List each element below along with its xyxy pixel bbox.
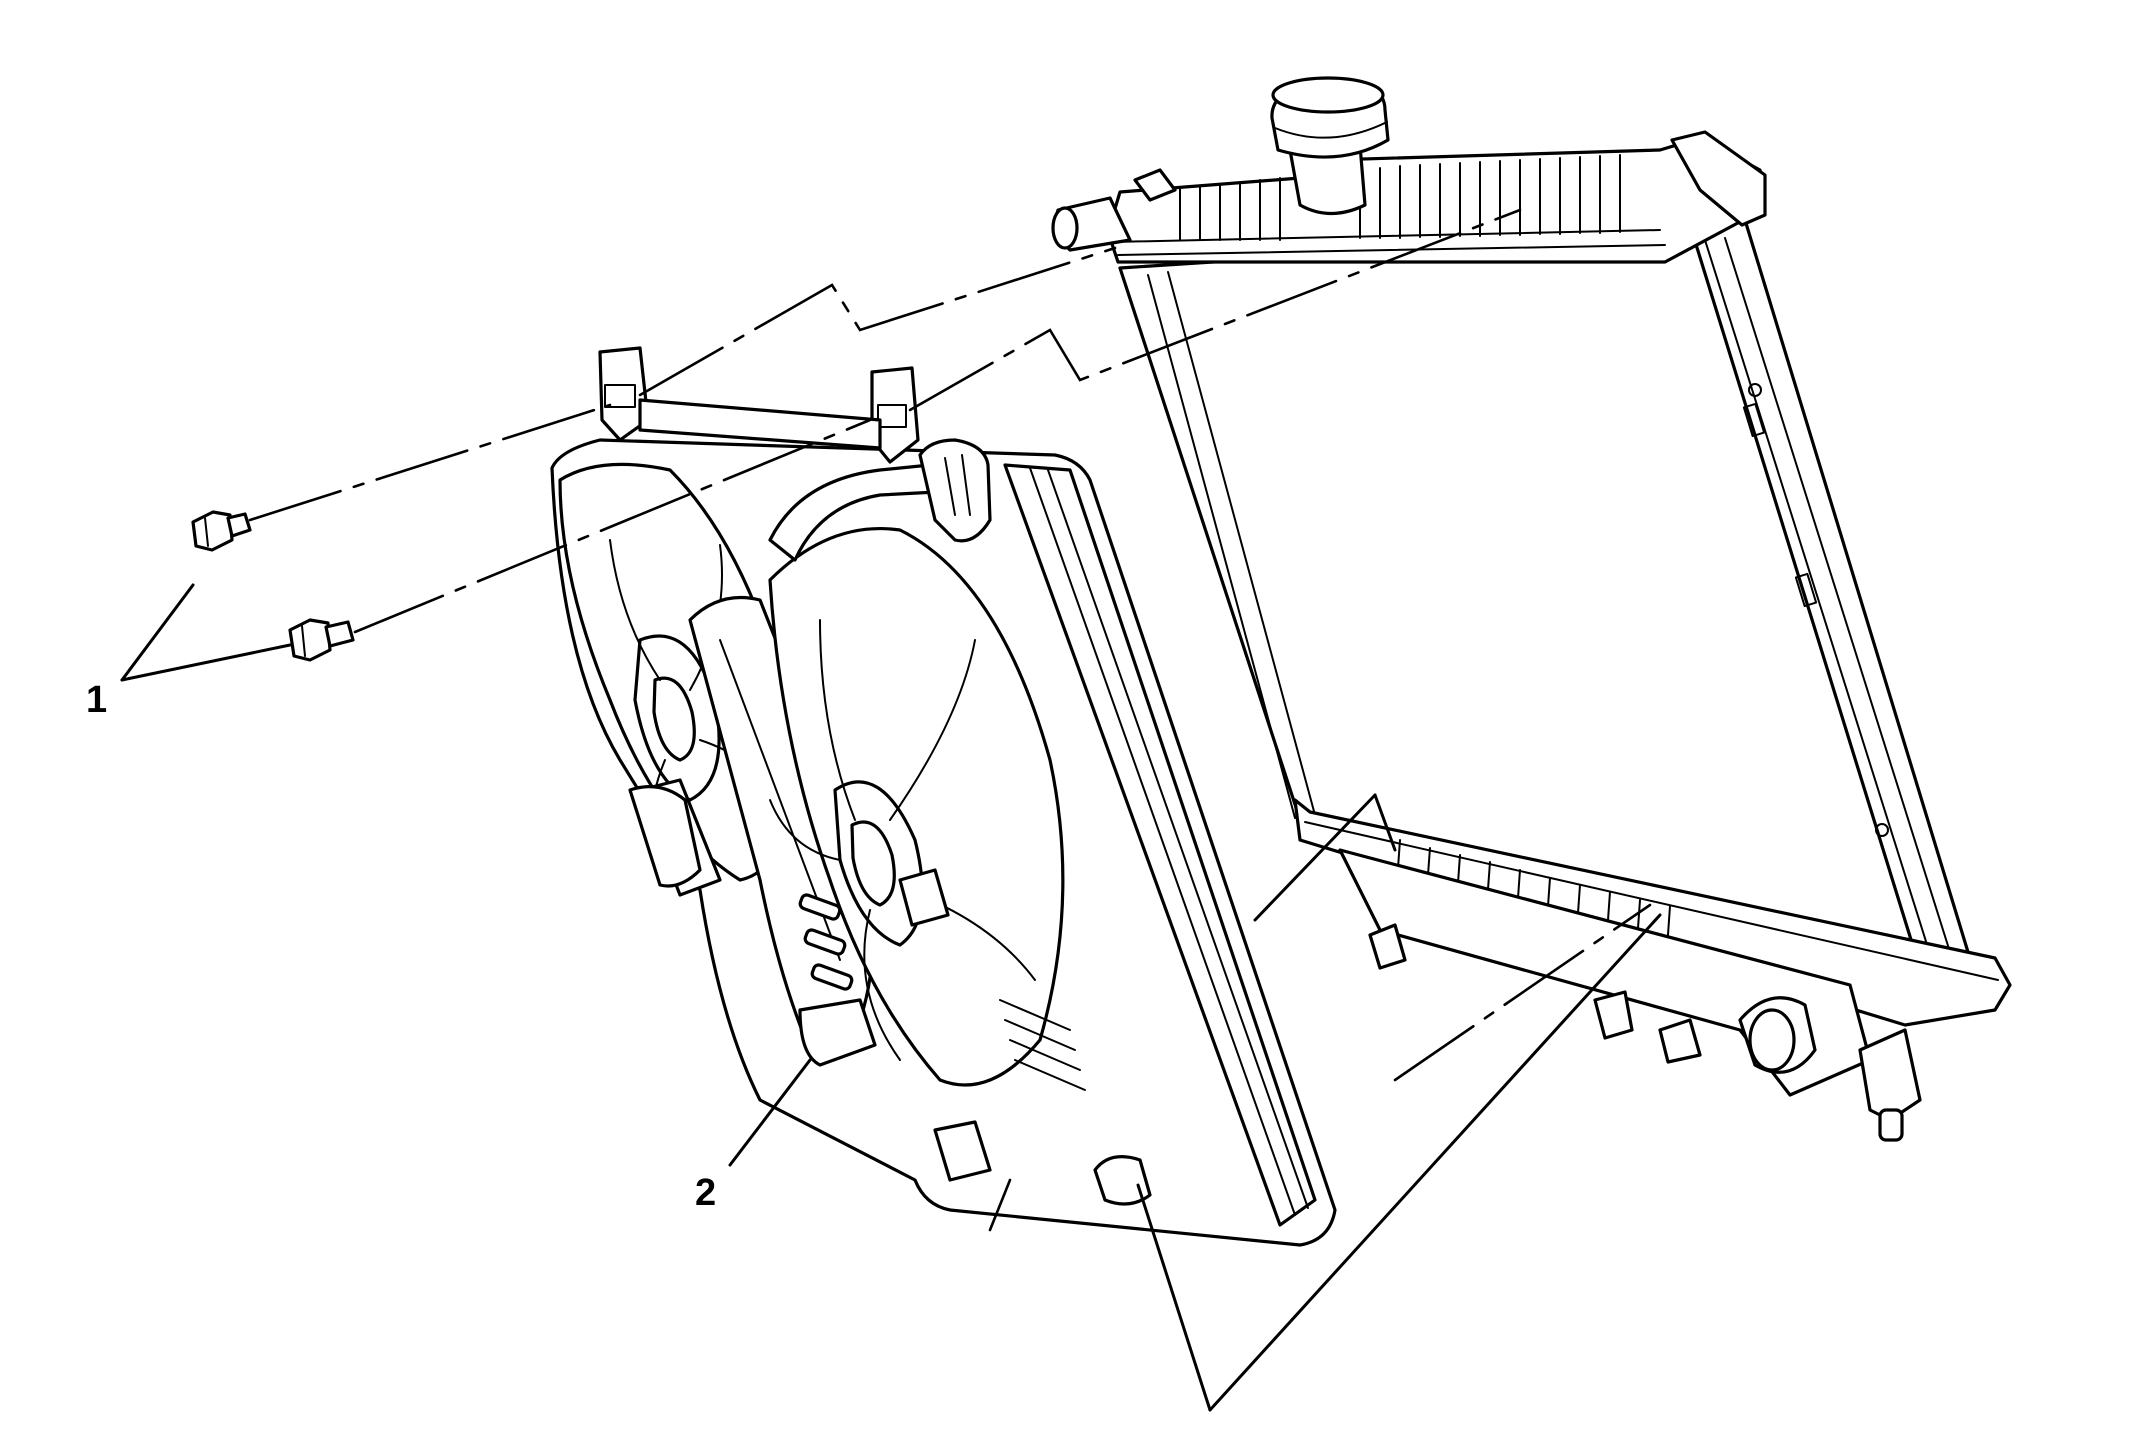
bolt-icon (288, 618, 332, 662)
left-fan-hub (652, 676, 696, 762)
bolt-lower (288, 618, 355, 662)
fan-shroud-rim-line-2 (1047, 469, 1309, 1209)
radiator-lower-mount (1858, 1028, 1922, 1122)
leader-top-mid-b (1373, 793, 1397, 852)
alignment-line-lower-right (1393, 903, 1652, 1082)
fan-electrical-connector (918, 438, 992, 543)
alignment-line-upper-tab (638, 246, 1117, 397)
right-fan-hub (850, 820, 896, 907)
leader-2 (728, 1058, 812, 1167)
radiator-top-tank-flange (1111, 229, 1661, 243)
leader-lines (120, 583, 1662, 1412)
radiator-top-tank-flange-2 (1117, 244, 1666, 256)
radiator-right-rail-inner (1704, 239, 1936, 971)
shroud-upper-right-tab-slot (877, 404, 907, 428)
shroud-lower-foot (933, 1120, 992, 1182)
callout-2: 2 (695, 1172, 716, 1214)
leader-top-mid (1253, 793, 1377, 922)
leader-bottom-right (1208, 913, 1662, 1412)
shroud-upper-left-tab-slot (604, 384, 636, 408)
leader-1-upper (120, 583, 195, 682)
radiator-bottom-tank-flange (1304, 821, 1999, 981)
bolt-icon (191, 510, 234, 552)
shroud-strut-slots (798, 893, 854, 991)
alignment-line-lower-tab (908, 208, 1522, 412)
shroud-lower-left-foot (798, 998, 877, 1067)
alignment-lines (248, 208, 1652, 1232)
radiator-inlet-opening (1051, 206, 1079, 250)
fan-motor-connector (898, 868, 950, 927)
shroud-lower-ribs (999, 999, 1086, 1091)
shroud-upper-left-tab (598, 346, 650, 442)
shroud-lower-foot (1093, 1155, 1152, 1206)
bolt-lower-flange (301, 625, 306, 657)
radiator-lower-pin (1878, 1108, 1904, 1142)
shroud-left-side-bracket (628, 785, 702, 888)
leader-1-lower (120, 643, 292, 682)
shroud-upper-crossbar (638, 398, 882, 450)
leader-bottom-left (1136, 1183, 1212, 1412)
bolt-upper-shank (226, 512, 252, 538)
callout-1: 1 (86, 679, 107, 721)
fan-shroud-rim (1003, 463, 1317, 1227)
radiator-filler-neck (1288, 143, 1367, 215)
radiator (1051, 76, 2012, 1142)
radiator-outlet-opening (1748, 1008, 1796, 1072)
radiator-rail-slot (1794, 572, 1818, 608)
radiator-right-rail-inner-2 (1724, 237, 1956, 969)
right-fan-blades (769, 619, 1036, 1061)
radiator-top-tank-end (1670, 130, 1767, 227)
radiator-top-bracket (1133, 168, 1177, 202)
fan-shroud-rim-line (1029, 467, 1296, 1216)
radiator-cap-top (1271, 76, 1385, 114)
alignment-line-lower-bolt (353, 418, 872, 634)
radiator-core-edge-left (1147, 274, 1296, 819)
radiator-core-edge-left-inner (1167, 271, 1316, 816)
radiator-bottom-clip (1593, 990, 1634, 1040)
radiator-rail-slot (1742, 402, 1766, 438)
right-fan-housing (768, 526, 1065, 1087)
radiator-rail-hole (1748, 383, 1762, 397)
alignment-line-lower-left (988, 1178, 1012, 1232)
radiator-rail-hole (1875, 823, 1889, 837)
radiator-bottom-clip (1658, 1018, 1702, 1064)
bolt-lower-shank (324, 620, 355, 648)
fan-assembly (550, 346, 1337, 1247)
fan-connector-pins (944, 454, 971, 516)
radiator-cap-band (1274, 121, 1388, 139)
alignment-line-upper-bolt (248, 403, 612, 522)
bolt-upper (191, 510, 252, 552)
radiator-bottom-clip (1368, 923, 1407, 970)
bolt-upper-flange (204, 517, 209, 547)
